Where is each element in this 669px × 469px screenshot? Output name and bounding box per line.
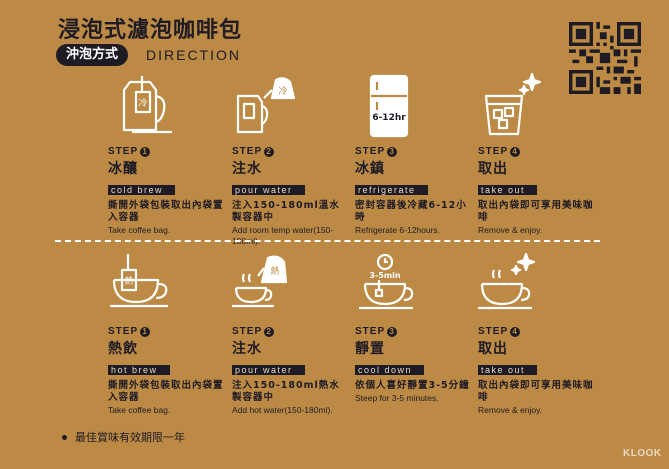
step-desc-zh: 取出內袋即可享用美味咖啡 <box>478 380 594 403</box>
step-tag: refrigerate <box>355 185 428 195</box>
step-word: STEP <box>355 146 386 157</box>
step-title: 冰鎮 <box>355 161 385 177</box>
step-desc-en: Add hot water(150-180ml). <box>232 405 333 415</box>
step-word: STEP <box>478 326 509 337</box>
step-number: 4 <box>510 326 521 337</box>
step-word: STEP <box>478 146 509 157</box>
shelf-life-text: 最佳賞味有效期限一年 <box>75 431 185 444</box>
step-desc-zh: 密封容器後冷藏6-12小時 <box>355 200 467 223</box>
step-desc-zh: 注入150-180ml溫水製容器中 <box>232 200 340 223</box>
step-title: 熱飲 <box>108 341 138 357</box>
step-number: 2 <box>264 146 275 157</box>
step-desc-en: Add room temp water(150-180ml). <box>232 225 334 246</box>
cold-kettle-bag-icon: 冷 <box>122 76 172 134</box>
svg-text:3-5min: 3-5min <box>369 271 401 280</box>
step-word: STEP <box>355 326 386 337</box>
step-title: 冰釀 <box>108 161 138 177</box>
step-desc-en: Remove & enjoy. <box>478 405 543 415</box>
step-desc-en: Steep for 3-5 minutes. <box>355 393 439 403</box>
qr-code-icon <box>569 22 641 94</box>
step-word: STEP <box>232 326 263 337</box>
step-desc-zh: 注入150-180ml熱水製容器中 <box>232 380 340 403</box>
step-tag: take out <box>478 365 538 375</box>
step-desc-en: Take coffee bag. <box>108 225 171 235</box>
method-badge: 沖泡方式 <box>56 44 128 66</box>
step-number: 1 <box>140 146 151 157</box>
step-desc-zh: 取出內袋即可享用美味咖啡 <box>478 200 594 223</box>
pour-hot-water-icon: 熱 <box>232 255 288 308</box>
svg-text:6-12hr: 6-12hr <box>372 113 406 123</box>
step-number: 3 <box>387 326 398 337</box>
step-desc-zh: 依個人喜好靜置3-5分鐘 <box>355 380 470 391</box>
step-number: 2 <box>264 326 275 337</box>
step-title: 取出 <box>478 161 508 177</box>
iced-glass-icon <box>484 72 542 136</box>
step-word: STEP <box>108 146 139 157</box>
shelf-life-note: 最佳賞味有效期限一年 <box>62 429 185 445</box>
step-tag: pour water <box>232 365 305 375</box>
step-title: 注水 <box>232 161 262 177</box>
svg-text:冷: 冷 <box>278 85 287 97</box>
step-number: 1 <box>140 326 151 337</box>
step-word: STEP <box>108 326 139 337</box>
direction-label: DIRECTION <box>146 47 241 63</box>
step-desc-zh: 撕開外袋包裝取出內袋置入容器 <box>108 380 224 403</box>
pour-cold-water-icon: 冷 <box>236 77 296 134</box>
svg-text:冷: 冷 <box>138 97 147 109</box>
step-tag: hot brew <box>108 365 170 375</box>
step-number: 4 <box>510 146 521 157</box>
step-desc-en: Remove & enjoy. <box>478 225 543 235</box>
step-number: 3 <box>387 146 398 157</box>
step-word: STEP <box>232 146 263 157</box>
step-title: 靜置 <box>355 341 385 357</box>
step-desc-en: Refrigerate 6-12hours. <box>355 225 441 235</box>
hot-cup-bag-icon: 熱 <box>110 254 168 308</box>
step-desc-zh: 撕開外袋包裝取出內袋置入容器 <box>108 200 224 223</box>
step-tag: cold brew <box>108 185 176 195</box>
bullet-icon <box>62 434 67 440</box>
timer-cup-icon: 3-5min <box>359 253 414 310</box>
step-title: 取出 <box>478 341 508 357</box>
step-title: 注水 <box>232 341 262 357</box>
brand-watermark: KLOOK <box>623 448 662 459</box>
dashed-divider <box>55 240 600 242</box>
step-tag: take out <box>478 185 538 195</box>
svg-text:熱: 熱 <box>270 265 279 277</box>
coffee-cup-sparkle-icon <box>478 252 536 310</box>
page-title: 浸泡式濾泡咖啡包 <box>58 18 243 43</box>
step-tag: pour water <box>232 185 305 195</box>
step-desc-en: Take coffee bag. <box>108 405 171 415</box>
step-tag: cool down <box>355 365 425 375</box>
fridge-icon: 6-12hr <box>369 74 409 138</box>
